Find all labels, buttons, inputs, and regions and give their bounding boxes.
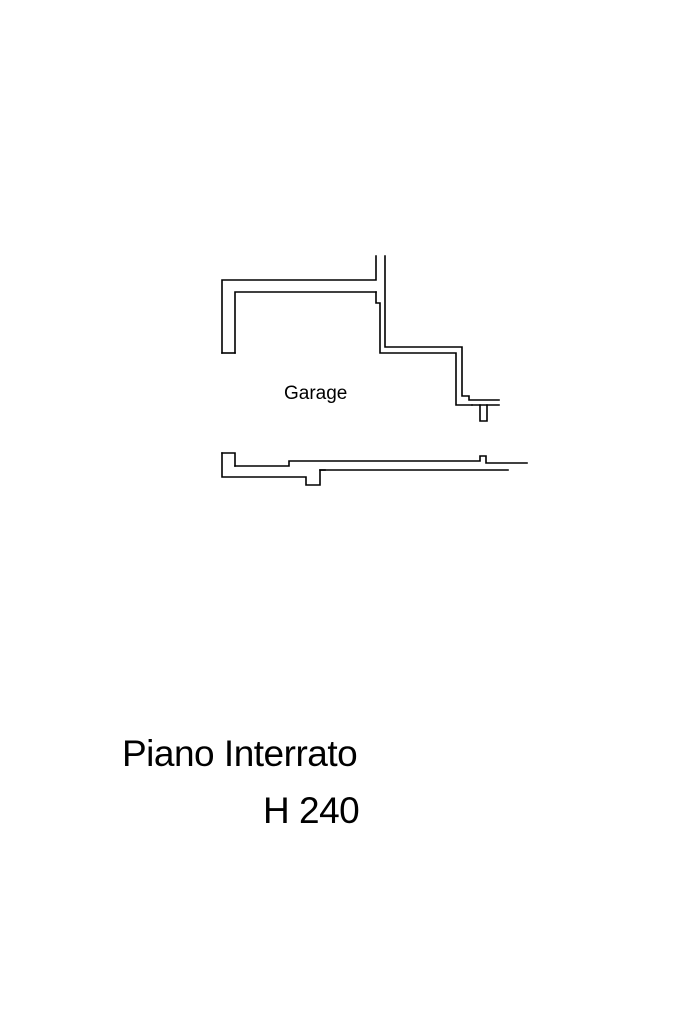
floor-title: Piano Interrato [122,733,358,774]
floor-height: H 240 [263,790,360,831]
wall-upper-left [221,255,377,354]
room-label-garage: Garage [284,383,348,404]
wall-lower [221,452,528,486]
wall-right-stepped [375,255,500,422]
